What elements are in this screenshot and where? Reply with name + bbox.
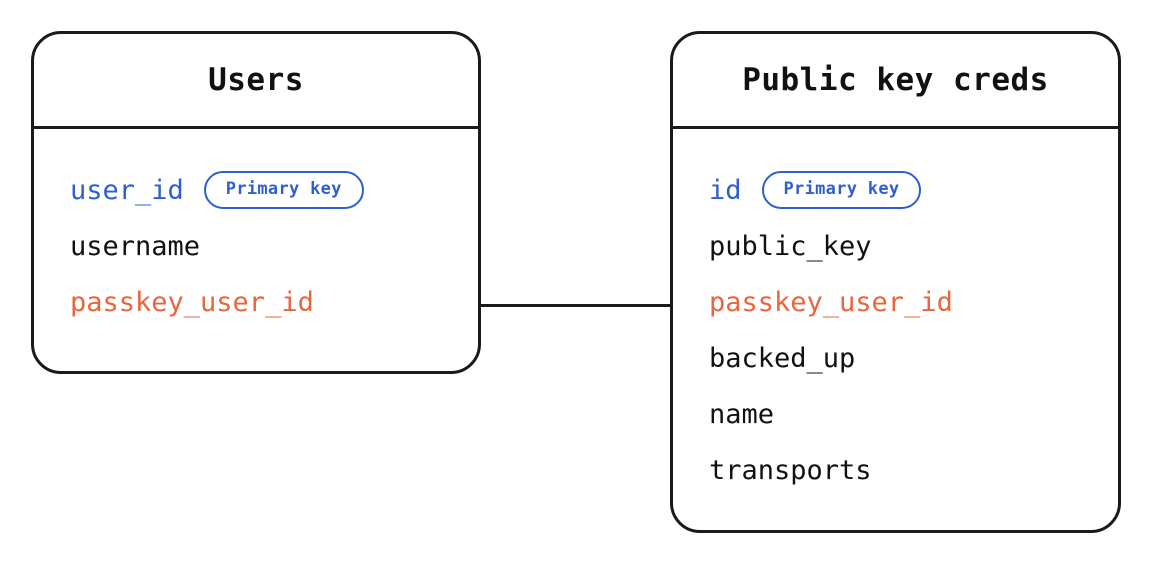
entity-users-title: Users <box>208 61 304 98</box>
field-name-public-key: public_key <box>709 230 872 262</box>
entity-public-key-creds-header: Public key creds <box>673 34 1118 129</box>
field-name-id: id <box>709 174 742 206</box>
entity-users-header: Users <box>34 34 478 129</box>
field-row-username[interactable]: username <box>70 218 478 274</box>
entity-public-key-creds[interactable]: Public key creds id Primary key public_k… <box>670 31 1121 533</box>
primary-key-badge: Primary key <box>203 171 364 209</box>
field-name-name: name <box>709 398 775 430</box>
field-name-username: username <box>70 230 201 262</box>
field-row-passkey-user-id[interactable]: passkey_user_id <box>709 274 1118 330</box>
field-row-id[interactable]: id Primary key <box>709 162 1118 218</box>
field-name-passkey-user-id: passkey_user_id <box>70 286 314 318</box>
field-name-transports: transports <box>709 454 872 486</box>
entity-public-key-creds-title: Public key creds <box>742 61 1049 98</box>
field-name-user-id: user_id <box>70 174 184 206</box>
field-row-backed-up[interactable]: backed_up <box>709 330 1118 386</box>
field-name-backed-up: backed_up <box>709 342 856 374</box>
primary-key-badge: Primary key <box>761 171 922 209</box>
entity-users-field-list: user_id Primary key username passkey_use… <box>34 129 478 330</box>
field-row-passkey-user-id[interactable]: passkey_user_id <box>70 274 478 330</box>
field-row-name[interactable]: name <box>709 386 1118 442</box>
field-row-user-id[interactable]: user_id Primary key <box>70 162 478 218</box>
entity-users[interactable]: Users user_id Primary key username passk… <box>31 31 481 374</box>
field-name-passkey-user-id: passkey_user_id <box>709 286 953 318</box>
field-row-public-key[interactable]: public_key <box>709 218 1118 274</box>
entity-public-key-creds-field-list: id Primary key public_key passkey_user_i… <box>673 129 1118 498</box>
field-row-transports[interactable]: transports <box>709 442 1118 498</box>
relationship-connector-passkey-user-id <box>481 304 671 307</box>
